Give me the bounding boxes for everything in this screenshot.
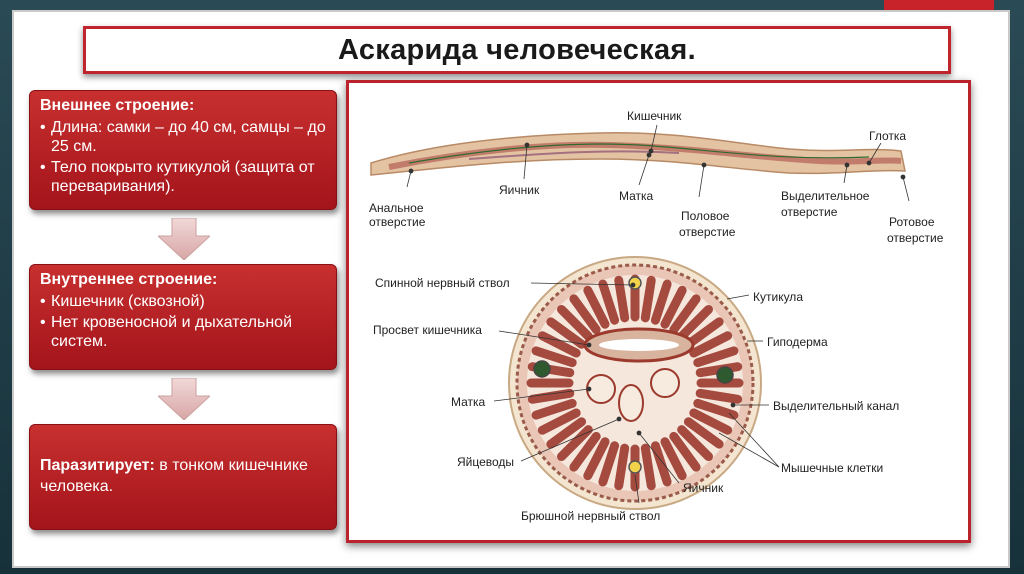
label-excretory-2: отверстие bbox=[781, 205, 838, 219]
cross-section bbox=[508, 256, 762, 510]
label-pharynx: Глотка bbox=[869, 129, 907, 143]
internal-list: Кишечник (сквозной) Нет кровеносной и ды… bbox=[40, 292, 326, 351]
label-oviducts: Яйцеводы bbox=[457, 455, 515, 469]
label-gut-lumen: Просвет кишечника bbox=[373, 323, 482, 337]
label-uterus-top: Матка bbox=[619, 189, 654, 203]
label-genital-2: отверстие bbox=[679, 225, 736, 239]
external-structure-card: Внешнее строение: Длина: самки – до 40 с… bbox=[29, 90, 337, 210]
label-mouth-1: Ротовое bbox=[889, 215, 935, 229]
muscle-cell bbox=[669, 431, 701, 472]
muscle-cell bbox=[693, 398, 739, 420]
muscle-cell bbox=[689, 408, 733, 435]
muscle-cell bbox=[640, 443, 656, 491]
internal-heading: Внутреннее строение: bbox=[40, 271, 218, 288]
muscle-cell bbox=[695, 388, 743, 404]
parasite-text: Паразитирует: в тонком кишечнике человек… bbox=[40, 455, 326, 497]
list-item: Тело покрыто кутикулой (защита от перева… bbox=[40, 158, 326, 196]
muscle-cell bbox=[583, 437, 610, 481]
down-arrow-icon bbox=[158, 218, 210, 260]
muscle-cell bbox=[556, 304, 593, 341]
parasite-rest: в тонком кишечнике человека. bbox=[40, 457, 308, 495]
label-hypodermis: Гиподерма bbox=[767, 335, 828, 349]
label-muscle-cells: Мышечные клетки bbox=[781, 461, 884, 475]
parasite-bold: Паразитирует: bbox=[40, 457, 155, 474]
muscle-cell bbox=[650, 441, 672, 487]
muscle-cell bbox=[650, 279, 672, 325]
worm-body bbox=[370, 132, 906, 176]
label-excretory-1: Выделительное bbox=[781, 189, 870, 203]
top-leader-lines bbox=[406, 124, 910, 202]
worm-uterus-line bbox=[468, 150, 680, 160]
muscle-cell bbox=[614, 275, 630, 323]
title-box: Аскарида человеческая. bbox=[83, 26, 951, 74]
external-heading: Внешнее строение: bbox=[40, 97, 195, 114]
worm-nerve-line bbox=[408, 143, 870, 164]
list-item: Нет кровеносной и дыхательной систем. bbox=[40, 313, 326, 351]
muscle-cell bbox=[537, 408, 581, 435]
label-cuticle: Кутикула bbox=[753, 290, 803, 304]
worm-illustration bbox=[370, 124, 910, 510]
down-arrow-icon bbox=[158, 378, 210, 420]
muscle-cell bbox=[669, 294, 701, 335]
muscle-cell bbox=[683, 317, 724, 349]
muscle-cell bbox=[598, 441, 620, 487]
label-genital-1: Половое bbox=[681, 209, 730, 223]
muscle-cell bbox=[677, 304, 714, 341]
page-title: Аскарида человеческая. bbox=[338, 33, 696, 66]
external-list: Длина: самки – до 40 см, самцы – до 25 с… bbox=[40, 118, 326, 196]
muscle-cell bbox=[583, 285, 610, 329]
label-ventral-nerve: Брюшной нервный ствол bbox=[521, 509, 661, 523]
label-intestine: Кишечник bbox=[627, 109, 682, 123]
muscle-cell bbox=[546, 417, 587, 449]
list-item: Кишечник (сквозной) bbox=[40, 292, 326, 311]
muscle-cell bbox=[546, 317, 587, 349]
muscle-cell bbox=[569, 431, 601, 472]
muscle-cell bbox=[683, 417, 724, 449]
label-ovary-top: Яичник bbox=[499, 183, 540, 197]
muscle-cell bbox=[531, 398, 577, 420]
label-anal-2: отверстие bbox=[369, 215, 426, 229]
muscle-cell bbox=[693, 346, 739, 368]
list-item: Длина: самки – до 40 см, самцы – до 25 с… bbox=[40, 118, 326, 156]
muscle-cell bbox=[660, 285, 687, 329]
muscle-cell bbox=[598, 279, 620, 325]
internal-structure-card: Внутреннее строение: Кишечник (сквозной)… bbox=[29, 264, 337, 370]
label-uterus-cross: Матка bbox=[451, 395, 486, 409]
parasite-card: Паразитирует: в тонком кишечнике человек… bbox=[29, 424, 337, 530]
label-anal-1: Анальное bbox=[369, 201, 424, 215]
label-excretory-canal: Выделительный канал bbox=[773, 399, 900, 413]
muscle-cell bbox=[640, 275, 656, 323]
label-mouth-2: отверстие bbox=[887, 231, 944, 245]
label-dorsal-nerve: Спинной нервный ствол bbox=[375, 276, 510, 290]
muscle-cell bbox=[527, 388, 575, 404]
muscle-cell bbox=[531, 346, 577, 368]
muscle-cell bbox=[614, 443, 630, 491]
anatomy-diagram: Кишечник Глотка Анальное отверстие Яични… bbox=[346, 80, 971, 543]
corner-accent bbox=[884, 0, 994, 12]
muscle-cell bbox=[569, 294, 601, 335]
muscle-cell bbox=[689, 331, 733, 358]
label-ovary-cross: Яичник bbox=[683, 481, 724, 495]
muscle-cell bbox=[660, 437, 687, 481]
muscle-cell bbox=[677, 425, 714, 462]
cross-leader-lines bbox=[493, 282, 780, 504]
